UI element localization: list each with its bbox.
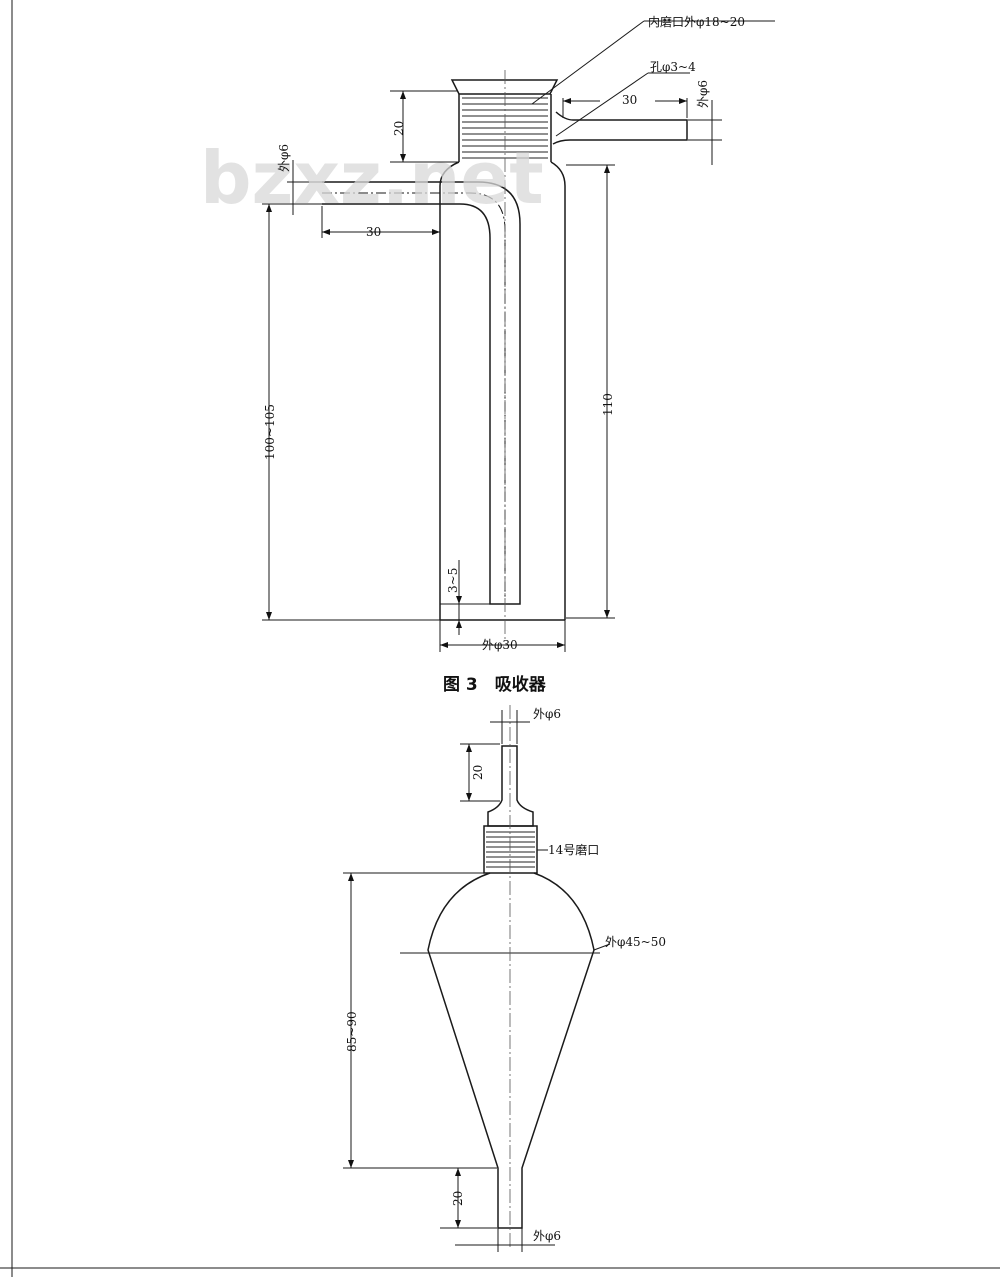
label-tube-height: 100~105 [263,404,277,460]
label-height: 85~90 [345,1011,359,1052]
label-grind-mouth: 内磨口外φ18~20 [648,15,745,29]
label-side-tube-length: 30 [622,93,637,107]
inlet-tube-centerline [322,192,506,600]
grind-joint [483,825,538,874]
label-bottom-od: 外φ6 [533,1229,561,1243]
body-left-wall [439,161,460,620]
label-inlet-od: 外φ6 [277,144,291,172]
absorber-lip [450,79,559,95]
figure4-funnel [343,705,611,1252]
label-hole: 孔φ3~4 [650,60,696,74]
label-side-tube-od: 外φ6 [696,80,710,108]
label-body-od: 外φ30 [482,638,518,652]
label-top-length: 20 [471,765,485,780]
figure3-absorber [262,20,775,652]
label-gap: 3~5 [446,568,460,593]
side-outlet-tube [552,111,688,145]
grind-joint-hatching [486,831,535,868]
inlet-bent-tube [322,181,521,605]
separatory-bulb [427,872,595,1229]
top-tube [487,745,534,827]
label-bottom-length: 20 [451,1191,465,1206]
label-neck-height: 20 [392,121,406,136]
label-inlet-length: 30 [366,225,381,239]
label-bulb-od: 外φ45~50 [605,935,666,949]
label-body-height: 110 [601,393,615,416]
watermark-text: bzxz.net [200,136,544,220]
figure3-caption: 图 3 吸收器 [443,674,547,695]
body-right-wall [550,161,566,620]
label-top-od: 外φ6 [533,707,561,721]
label-grind: 14号磨口 [548,843,599,857]
